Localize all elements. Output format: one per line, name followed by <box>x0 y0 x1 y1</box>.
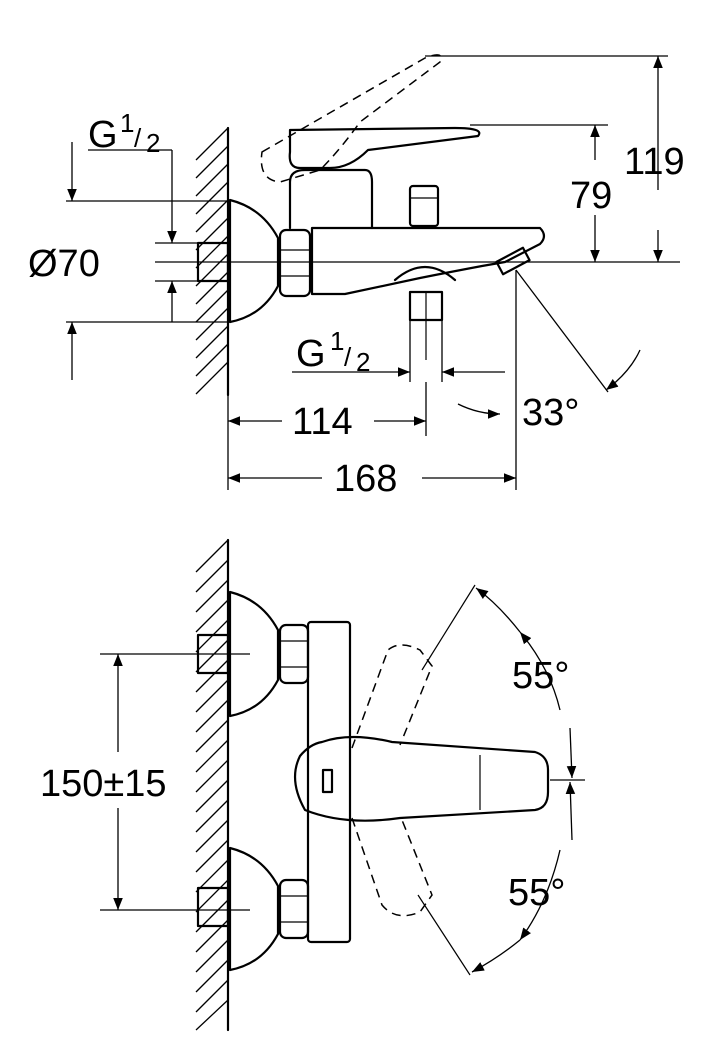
lever-right-position-outline <box>351 817 433 917</box>
diameter-label: Ø70 <box>28 243 100 285</box>
height-total-label: 119 <box>624 141 685 183</box>
height-dimensions: 119 79 <box>425 55 685 262</box>
lever-logo-mark <box>321 768 334 794</box>
cartridge-housing-side <box>288 168 374 230</box>
spout-angle-label: 33° <box>522 392 579 434</box>
thread-bottom-num: 1 <box>330 326 344 356</box>
escutcheon-side <box>228 198 280 324</box>
hex-nut-top-lower <box>278 878 310 940</box>
handle-angle-down-label: 55° <box>508 872 565 914</box>
projection-dimensions: 114 168 <box>227 382 516 500</box>
handle-angle-up-label: 55° <box>512 655 569 697</box>
thread-bottom-g: G <box>296 333 326 375</box>
thread-top-g: G <box>88 114 118 156</box>
thread-bottom-slash: / <box>344 342 352 372</box>
lever-handle-top <box>293 735 550 822</box>
diverter-knob <box>408 184 440 228</box>
lever-raised-outline <box>260 54 442 183</box>
top-view: 55° 55° 150±15 <box>40 538 585 1032</box>
thread-top-num: 1 <box>120 108 134 138</box>
spout-angle-dimension: 33° <box>457 269 641 490</box>
mixer-body-side <box>310 226 546 296</box>
connection-spacing-dimension: 150±15 <box>40 653 250 911</box>
connection-spacing-label: 150±15 <box>40 763 167 805</box>
thread-bottom-den: 2 <box>356 347 370 377</box>
escutcheon-top-upper <box>228 590 280 718</box>
thread-dimension-bottom: G 1 / 2 <box>292 320 505 382</box>
lever-handle-side <box>288 126 481 170</box>
side-view: G 1 / 2 Ø70 119 79 G 1 / 2 <box>28 54 685 500</box>
outlet-distance-label: 114 <box>292 401 353 443</box>
thread-top-den: 2 <box>146 128 160 158</box>
outlet-bulge <box>393 266 457 282</box>
wall-connector-top-lower <box>196 886 230 928</box>
height-spout-label: 79 <box>570 175 612 217</box>
handle-angle-dimensions: 55° 55° <box>471 587 577 973</box>
projection-label: 168 <box>334 458 397 500</box>
spout-aerator-side <box>495 246 531 276</box>
wall-top-view <box>195 538 230 1032</box>
hex-nut-side <box>278 228 312 298</box>
lever-left-position-outline <box>351 644 433 749</box>
hex-nut-top-upper <box>278 623 310 685</box>
mixer-body-top <box>306 620 352 944</box>
thread-top-slash: / <box>134 123 142 153</box>
thread-dimension-top: G 1 / 2 <box>66 108 230 380</box>
escutcheon-top-lower <box>228 846 280 972</box>
